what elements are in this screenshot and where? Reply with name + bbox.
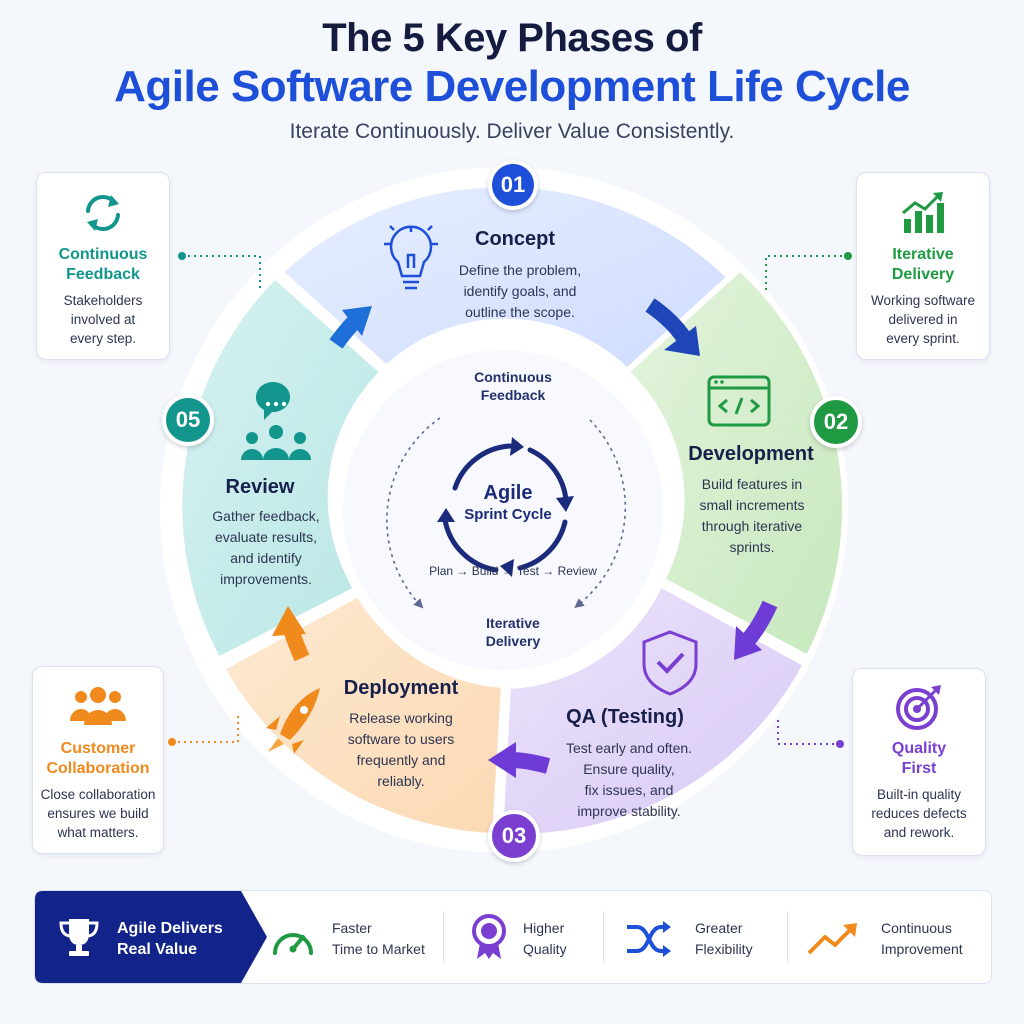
subtitle: Iterate Continuously. Deliver Value Cons…	[289, 120, 735, 143]
connector-quality	[777, 720, 840, 745]
arrow-development-to-qa-icon	[734, 600, 778, 660]
phase-number-02: 02	[810, 396, 862, 448]
connector-feedback	[182, 255, 261, 290]
value-bar-separator	[443, 911, 444, 963]
arrow-deployment-to-review-icon	[272, 606, 310, 662]
shuffle-arrows-icon	[627, 921, 671, 957]
phase-number-03: 03	[488, 810, 540, 862]
center-agile: Agile	[483, 482, 533, 504]
rocket-icon	[266, 688, 320, 754]
center-steps: Plan → Build → Test → Review	[429, 564, 597, 578]
center-inner	[343, 350, 663, 670]
phase-title-review: Review	[225, 476, 295, 498]
center-dotted-left	[386, 417, 441, 609]
shield-check-icon	[642, 630, 698, 696]
phase-title-concept: Concept	[475, 228, 555, 250]
bar-chart-growth-icon	[902, 192, 944, 233]
phase-title-qa: QA (Testing)	[566, 706, 684, 728]
phase-number-05: 05	[162, 394, 214, 446]
team-chat-icon	[241, 382, 311, 460]
people-group-icon	[70, 687, 126, 725]
trend-up-icon	[807, 923, 857, 955]
sprint-cycle-arrows-icon	[442, 443, 569, 573]
phase-title-deployment: Deployment	[343, 677, 459, 699]
phase-desc-review: Gather feedback,evaluate results,and ide…	[212, 508, 320, 587]
segment-concept	[275, 181, 738, 379]
title-line-1: The 5 Key Phases of	[322, 16, 702, 60]
value-bar-lead-bg	[35, 891, 267, 983]
connector-delivery	[765, 255, 848, 290]
center-dotted-right	[574, 419, 627, 608]
speedometer-icon	[273, 933, 313, 955]
center-sprint-cycle: Sprint Cycle	[464, 506, 552, 523]
phase-desc-qa: Test early and often.Ensure quality,fix …	[565, 740, 693, 819]
trophy-icon	[59, 919, 99, 956]
connector-collaboration	[172, 716, 239, 743]
arrow-qa-to-deployment-icon	[488, 742, 551, 778]
value-bar-separator	[787, 911, 788, 963]
phase-title-development: Development	[688, 443, 814, 465]
code-window-icon	[707, 375, 771, 427]
segment-review	[176, 271, 388, 665]
refresh-icon	[86, 195, 120, 231]
arrow-concept-to-development-icon	[645, 298, 700, 356]
value-bar-separator	[603, 911, 604, 963]
lightbulb-icon	[384, 225, 438, 290]
title-line-2: Agile Software Development Life Cycle	[114, 62, 910, 111]
award-ribbon-icon	[472, 914, 506, 959]
target-icon	[896, 685, 941, 730]
arrow-review-to-concept-icon	[329, 306, 372, 349]
segment-development	[621, 263, 849, 663]
phase-number-01: 01	[488, 160, 538, 210]
